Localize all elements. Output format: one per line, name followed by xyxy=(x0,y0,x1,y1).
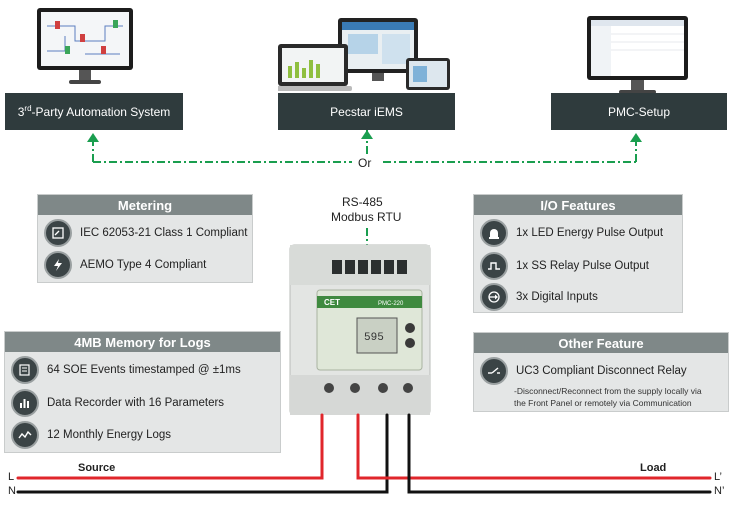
line-n-label: N xyxy=(8,485,16,497)
source-label: Source xyxy=(78,462,116,474)
device-button xyxy=(405,338,415,348)
metering-item-text: AEMO Type 4 Compliant xyxy=(80,259,207,271)
io-features-title: I/O Features xyxy=(474,195,682,215)
other-note: -Disconnect/Reconnect from the supply lo… xyxy=(514,386,702,408)
modbus-label: Modbus RTU xyxy=(331,210,402,224)
siren-icon xyxy=(480,219,508,247)
memory-item-text: 64 SOE Events timestamped @ ±1ms xyxy=(47,364,241,376)
metering-title: Metering xyxy=(38,195,252,215)
energy-meter-device: CET PMC-220 595 xyxy=(289,244,431,415)
io-features-panel: I/O Features 1x LED Energy Pulse Output … xyxy=(473,194,683,313)
wiring-lines xyxy=(16,413,712,494)
metering-item: AEMO Type 4 Compliant xyxy=(44,251,246,279)
memory-title: 4MB Memory for Logs xyxy=(5,332,280,352)
log-edit-icon xyxy=(11,356,39,384)
live-wire-source xyxy=(16,413,324,480)
other-item-text: UC3 Compliant Disconnect Relay xyxy=(516,365,687,377)
pecstar-system-label: Pecstar iEMS xyxy=(330,104,403,119)
io-item-text: 3x Digital Inputs xyxy=(516,291,598,303)
metering-panel: Metering IEC 62053-21 Class 1 Compliant … xyxy=(37,194,253,283)
memory-panel: 4MB Memory for Logs 64 SOE Events timest… xyxy=(4,331,281,453)
metering-item-text: IEC 62053-21 Class 1 Compliant xyxy=(80,227,248,239)
or-label: Or xyxy=(358,156,372,170)
neutral-wire-load xyxy=(407,413,712,494)
relay-icon xyxy=(480,357,508,385)
third-party-system-box: 3rd-Party Automation System xyxy=(5,93,183,130)
io-item: 1x SS Relay Pulse Output xyxy=(480,252,676,280)
pecstar-devices-image xyxy=(278,18,450,91)
io-item: 1x LED Energy Pulse Output xyxy=(480,219,676,247)
trend-icon xyxy=(11,421,39,449)
arrow-up-left xyxy=(87,133,99,142)
third-party-system-label: 3rd-Party Automation System xyxy=(17,104,171,119)
live-wire-load xyxy=(356,413,712,480)
other-item: UC3 Compliant Disconnect Relay xyxy=(480,357,722,385)
rs485-label: RS-485 xyxy=(342,195,383,209)
pmc-setup-monitor-image xyxy=(587,16,688,94)
pmc-setup-system-label: PMC-Setup xyxy=(607,104,671,119)
other-feature-title: Other Feature xyxy=(474,333,728,353)
device-model: PMC-220 xyxy=(378,301,404,307)
pulse-icon xyxy=(480,252,508,280)
io-item-text: 1x SS Relay Pulse Output xyxy=(516,260,649,272)
io-item: 3x Digital Inputs xyxy=(480,283,676,311)
device-button xyxy=(405,323,415,333)
memory-item-text: Data Recorder with 16 Parameters xyxy=(47,397,225,409)
pecstar-system-box: Pecstar iEMS xyxy=(278,93,455,130)
device-brand: CET xyxy=(324,298,340,307)
bar-chart-icon xyxy=(11,389,39,417)
communication-lines xyxy=(87,130,642,250)
input-icon xyxy=(480,283,508,311)
memory-item: 64 SOE Events timestamped @ ±1ms xyxy=(11,356,274,384)
automation-monitor-image xyxy=(37,8,133,84)
line-n-prime-label: N’ xyxy=(714,485,725,497)
device-display-value: 595 xyxy=(364,332,384,344)
line-l-label: L xyxy=(8,471,15,483)
memory-item: 12 Monthly Energy Logs xyxy=(11,421,274,449)
arrow-up-right xyxy=(630,133,642,142)
lightning-icon xyxy=(44,251,72,279)
io-item-text: 1x LED Energy Pulse Output xyxy=(516,227,664,239)
load-label: Load xyxy=(640,462,667,474)
neutral-wire-source xyxy=(16,413,389,494)
memory-item: Data Recorder with 16 Parameters xyxy=(11,389,274,417)
metering-item: IEC 62053-21 Class 1 Compliant xyxy=(44,219,248,247)
pmc-setup-system-box: PMC-Setup xyxy=(551,93,727,130)
line-l-prime-label: L’ xyxy=(714,471,722,483)
meter-icon xyxy=(44,219,72,247)
arrow-up-center xyxy=(361,130,373,139)
memory-item-text: 12 Monthly Energy Logs xyxy=(47,429,172,441)
other-feature-panel: Other Feature UC3 Compliant Disconnect R… xyxy=(473,332,729,412)
